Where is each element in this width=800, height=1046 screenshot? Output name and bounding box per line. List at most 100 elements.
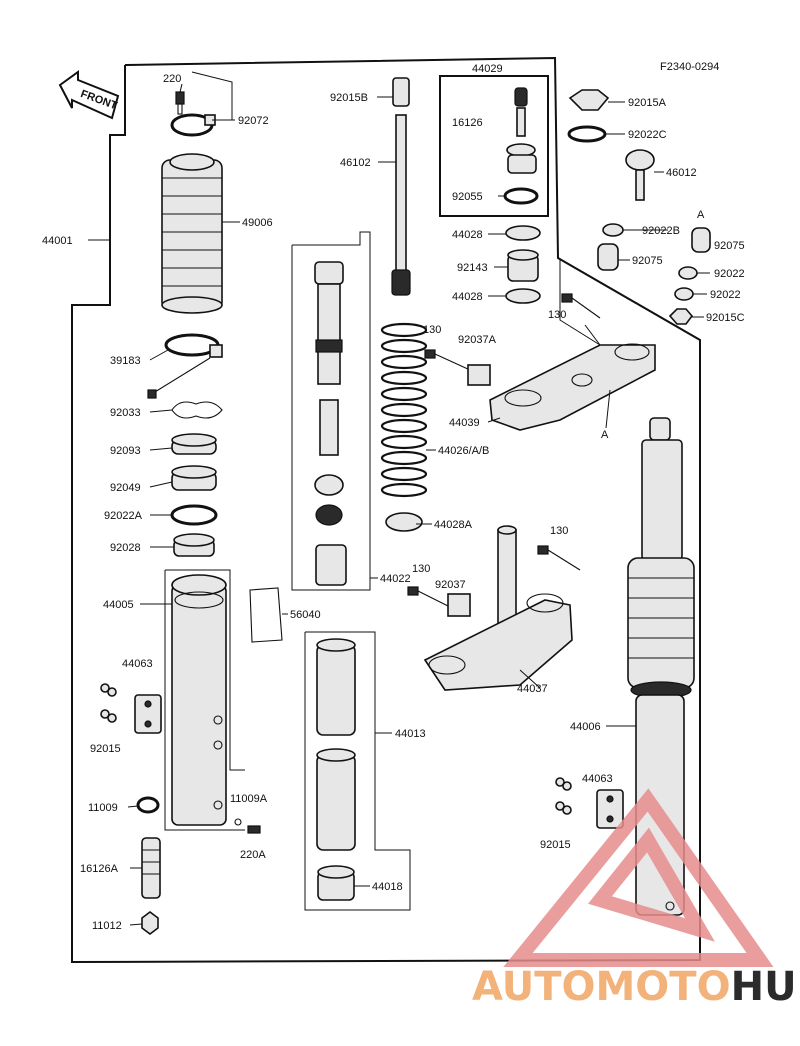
cap-92075-b <box>597 243 619 271</box>
label-44022: 44022 <box>380 573 411 585</box>
label-44001: 44001 <box>42 235 73 247</box>
upper-clamp-44039 <box>489 343 656 431</box>
label-44006: 44006 <box>570 721 601 733</box>
bolt-130-upper-left <box>424 349 471 371</box>
label-92028: 92028 <box>110 542 141 554</box>
label-92072: 92072 <box>238 115 269 127</box>
label-11009: 11009 <box>88 802 118 814</box>
watermark-text: AUTOMOTOHUB <box>472 964 800 1010</box>
damper-44022-box <box>291 231 371 591</box>
label-220A: 220A <box>240 849 266 861</box>
washer-92022-b <box>674 287 694 301</box>
label-92022B: 92022B <box>642 225 680 237</box>
bracket-92037 <box>447 593 471 617</box>
callout-a-bottom: A <box>601 429 609 441</box>
label-130-b: 130 <box>550 525 568 537</box>
assembly-outline <box>71 56 701 964</box>
label-92022-a: 92022 <box>714 268 745 280</box>
label-16126: 16126 <box>452 117 483 129</box>
label-92049: 92049 <box>110 482 141 494</box>
nut-92015A <box>568 89 610 111</box>
bracket-92037A <box>467 364 491 386</box>
label-92015-left: 92015 <box>90 743 121 755</box>
label-130-c: 130 <box>412 563 430 575</box>
collar-92143 <box>507 249 539 282</box>
front-arrow-icon: FRONT <box>58 70 120 120</box>
adjuster-16126 <box>503 87 539 205</box>
label-92015A: 92015A <box>628 97 667 109</box>
inner-tube-44013 <box>316 638 356 851</box>
bolt-130-lower-left <box>407 586 449 607</box>
bushing-92028 <box>173 533 215 557</box>
adjuster-44029-box <box>439 75 549 217</box>
fork-boot-49006 <box>161 153 223 314</box>
label-92015B: 92015B <box>330 92 368 104</box>
label-11009A: 11009A <box>230 793 268 805</box>
bolt-130-upper-right <box>561 293 601 319</box>
bolt-16126A <box>141 837 161 899</box>
leader-lines <box>88 71 710 926</box>
label-44063-right: 44063 <box>582 773 613 785</box>
label-56040: 56040 <box>290 609 321 621</box>
washer-11009 <box>136 796 160 814</box>
label-92055: 92055 <box>452 191 483 203</box>
seat-44028-upper <box>505 225 541 241</box>
label-92143: 92143 <box>457 262 488 274</box>
axle-holder-44063-right <box>555 777 624 829</box>
watermark-brand-1: AUTOMOTO <box>472 964 731 1010</box>
bolt-130-lower-right <box>537 545 581 571</box>
clamp-92072 <box>170 113 216 137</box>
label-44029: 44029 <box>472 63 503 75</box>
label-44063-left: 44063 <box>122 658 153 670</box>
part-labels: 220 92072 44001 49006 39183 92033 92093 … <box>42 63 745 932</box>
outer-tube-44005 <box>164 569 245 831</box>
bushing-44018 <box>317 865 355 901</box>
washer-92022A <box>170 504 218 526</box>
lower-clamp-44037 <box>423 525 573 691</box>
label-16126A: 16126A <box>80 863 119 875</box>
seal-92093 <box>171 433 217 455</box>
washer-92022B <box>602 223 624 237</box>
label-92037A: 92037A <box>458 334 497 346</box>
label-92037: 92037 <box>435 579 466 591</box>
washer-92022C <box>567 125 607 143</box>
label-92015-right: 92015 <box>540 839 571 851</box>
label-92022C: 92022C <box>628 129 667 141</box>
label-44013: 44013 <box>395 728 426 740</box>
seal-92049 <box>171 465 217 491</box>
nut-92015C <box>668 308 694 325</box>
rod-46102 <box>391 114 411 296</box>
label-130-d: 130 <box>548 309 566 321</box>
label-56040 <box>249 587 283 643</box>
label-44028A: 44028A <box>434 519 473 531</box>
label-92022-b: 92022 <box>710 289 741 301</box>
watermark-logo: AUTOMOTOHUB <box>472 788 800 1010</box>
fork-assembly-44006 <box>627 417 695 916</box>
steering-stem-head-46012 <box>625 149 655 201</box>
callout-a-top: A <box>697 209 705 221</box>
label-92015C: 92015C <box>706 312 745 324</box>
diagram-code: F2340-0294 <box>660 61 719 73</box>
nut-92015B <box>392 77 410 107</box>
boot-clamp-39183 <box>147 333 223 399</box>
label-92075-a: 92075 <box>714 240 745 252</box>
watermark-brand-2: HUB <box>731 964 800 1010</box>
label-44005: 44005 <box>103 599 134 611</box>
clamp-bolt-220 <box>175 91 185 115</box>
label-46102: 46102 <box>340 157 371 169</box>
seat-44028A <box>385 512 423 532</box>
label-39183: 39183 <box>110 355 141 367</box>
label-92075-b: 92075 <box>632 255 663 267</box>
label-92022A: 92022A <box>104 510 143 522</box>
label-44018: 44018 <box>372 881 403 893</box>
washer-92022-a <box>678 266 698 280</box>
seal-92033 <box>171 401 223 419</box>
label-46012: 46012 <box>666 167 697 179</box>
label-11012: 11012 <box>92 920 122 932</box>
label-44026: 44026/A/B <box>438 445 489 457</box>
label-130-a: 130 <box>423 324 441 336</box>
seat-44028-lower <box>505 288 541 304</box>
label-49006: 49006 <box>242 217 273 229</box>
label-220: 220 <box>163 73 181 85</box>
